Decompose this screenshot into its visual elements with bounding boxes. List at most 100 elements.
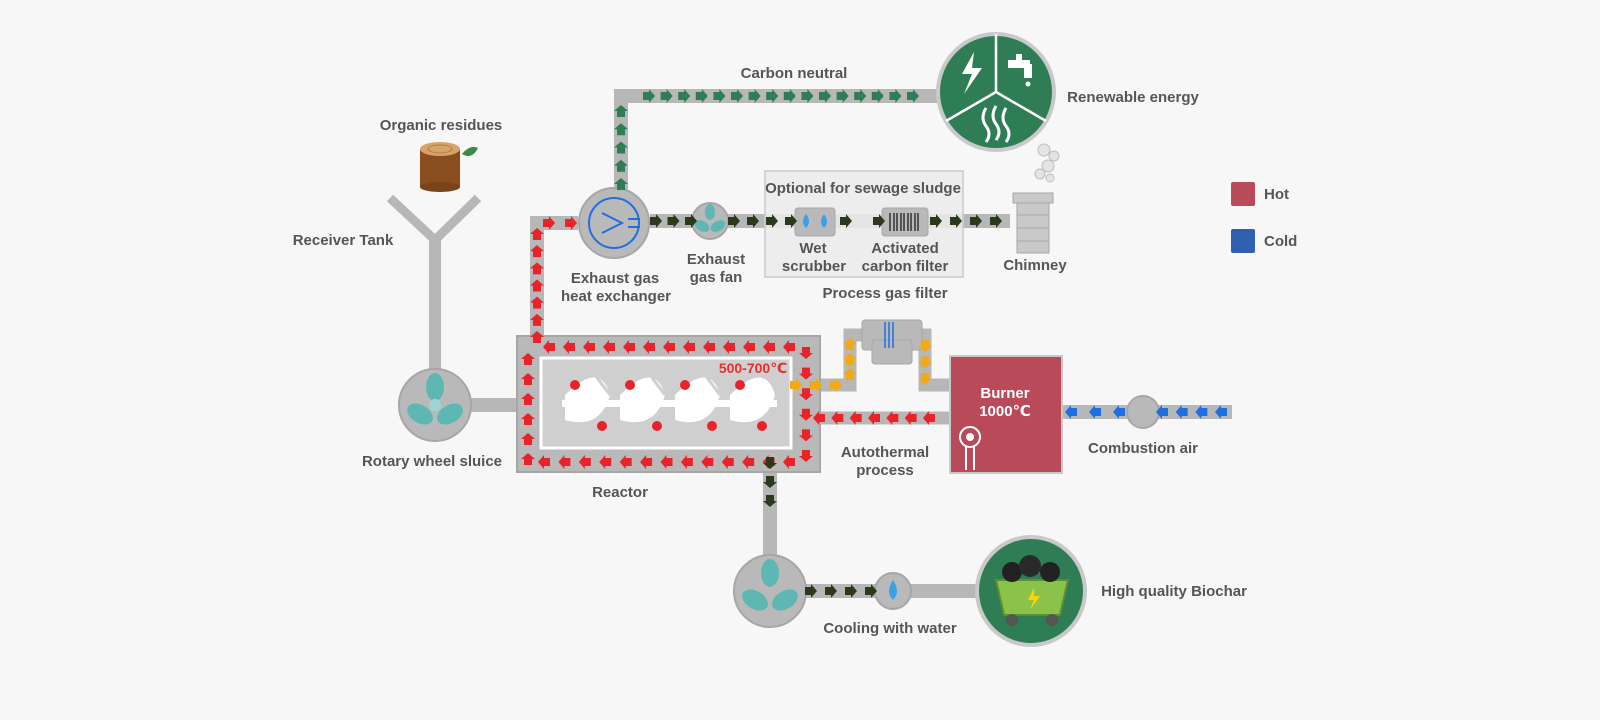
autothermal-label-1: Autothermal [841,444,929,461]
exhaust-flow-arrow [930,214,942,228]
hot-flow-arrow [530,296,544,309]
fan-icon [742,559,798,611]
hot-flow-arrow [619,455,632,469]
carbon-flow-arrow [731,89,743,103]
fan-icon [694,204,726,232]
wet-scrubber-label-1: Wet [799,240,826,257]
hot-flow-arrow [521,453,535,465]
hot-flow-arrow [530,279,544,292]
carbon-flow-arrow [766,89,779,103]
legend-cold-swatch [1231,229,1255,253]
hot-flow-arrow [643,340,655,354]
carbon-filter-label-2: carbon filter [862,258,949,275]
gas-flow-arrow [843,368,857,380]
hot-flow-arrow [660,455,673,469]
hot-flow-arrow [530,313,544,326]
chimney [1012,143,1060,254]
rotary-wheel-sluice-label: Rotary wheel sluice [362,453,502,470]
cold-flow-arrow [1195,405,1208,419]
hot-flow-arrow [521,413,535,425]
exhaust-flow-arrow [990,214,1002,228]
gas-flow-arrow [790,378,802,392]
gas-flow-arrow [918,373,932,385]
receiver-tank-funnel [386,194,482,247]
biochar-flow-arrow [825,584,837,598]
wet-scrubber-label-2: scrubber [782,258,846,275]
exhaust-flow-arrow [728,214,740,228]
water-drops-icon [803,214,827,228]
hot-flow-arrow [886,411,899,425]
carbon-flow-arrow [660,89,673,103]
legend-hot-swatch [1231,182,1255,206]
combustion-air-label: Combustion air [1088,440,1198,457]
biochar-flow-arrow [763,476,777,488]
gas-flow-arrow [810,378,822,392]
hot-flow-arrow [813,411,825,425]
reactor [516,335,821,473]
hot-flow-arrow [721,455,734,469]
hot-flow-arrow [558,455,571,469]
water-drop-icon [889,580,897,600]
exhaust-fan-label-1: Exhaust [687,251,745,268]
hot-flow-arrow [799,388,813,401]
cold-flow-arrow [1089,405,1101,419]
carbon-flow-arrow [819,89,831,103]
hot-flow-arrow [799,429,813,442]
hot-flow-arrow [543,340,555,354]
exhaust-hx-label-2: heat exchanger [561,288,671,305]
hot-flow-arrow [565,216,577,230]
hot-flow-arrow [799,347,813,359]
cooling-with-water-label: Cooling with water [823,620,956,637]
hot-flow-arrow [742,455,755,469]
exhaust-flow-arrow [970,214,982,228]
biochar-flow-arrow [805,584,817,598]
gas-flow-arrow [918,356,932,369]
hot-flow-arrow [543,216,555,230]
hot-flow-arrow [521,353,535,365]
autothermal-label-2: process [856,462,914,479]
burner-label: Burner [980,385,1029,402]
hot-flow-arrow [530,331,544,343]
biochar-cooling-fan [733,554,807,628]
exhaust-hx-label-1: Exhaust gas [571,270,659,287]
hot-flow-arrow [663,340,675,354]
cold-flow-arrow [1175,405,1188,419]
hot-flow-arrow [521,373,535,385]
exhaust-gas-fan [691,202,729,240]
exhaust-flow-arrow [650,214,662,228]
reactor-temp-label: 500-700℃ [719,360,787,376]
renewable-energy-label: Renewable energy [1067,89,1199,106]
exhaust-flow-arrow [667,214,680,228]
cold-flow-arrow [1113,405,1125,419]
hot-flow-arrow [703,340,715,354]
hot-flow-arrow [783,455,795,469]
carbon-flow-arrow [836,89,849,103]
carbon-flow-arrow [801,89,814,103]
optional-sludge-label: Optional for sewage sludge [765,180,961,197]
hot-flow-arrow [680,455,693,469]
burner-temp-label: 1000℃ [979,403,1031,420]
carbon-flow-arrow [783,89,796,103]
text-labels: Organic residues Receiver Tank Carbon ne… [293,65,1247,637]
combustion-air-valve [1126,395,1160,429]
carbon-flow-arrow [695,89,708,103]
carbon-flow-arrow [907,89,919,103]
hot-flow-arrow [743,340,755,354]
carbon-filter-label-1: Activated [871,240,939,257]
hot-flow-arrow [530,262,544,275]
carbon-flow-arrow [678,89,691,103]
cold-flow-arrow [1215,405,1227,419]
gas-flow-arrow [830,378,842,392]
cold-flow-arrow [1156,405,1168,419]
exhaust-fan-label-2: gas fan [690,269,743,286]
exhaust-flow-arrow [840,214,852,228]
carbon-neutral-label: Carbon neutral [741,65,848,82]
carbon-flow-arrow [643,89,655,103]
heat-exchanger-icon [588,197,640,249]
biochar-label: High quality Biochar [1101,583,1247,600]
hot-flow-arrow [563,340,575,354]
exhaust-flow-arrow [785,214,797,228]
carbon-flow-arrow [889,89,902,103]
